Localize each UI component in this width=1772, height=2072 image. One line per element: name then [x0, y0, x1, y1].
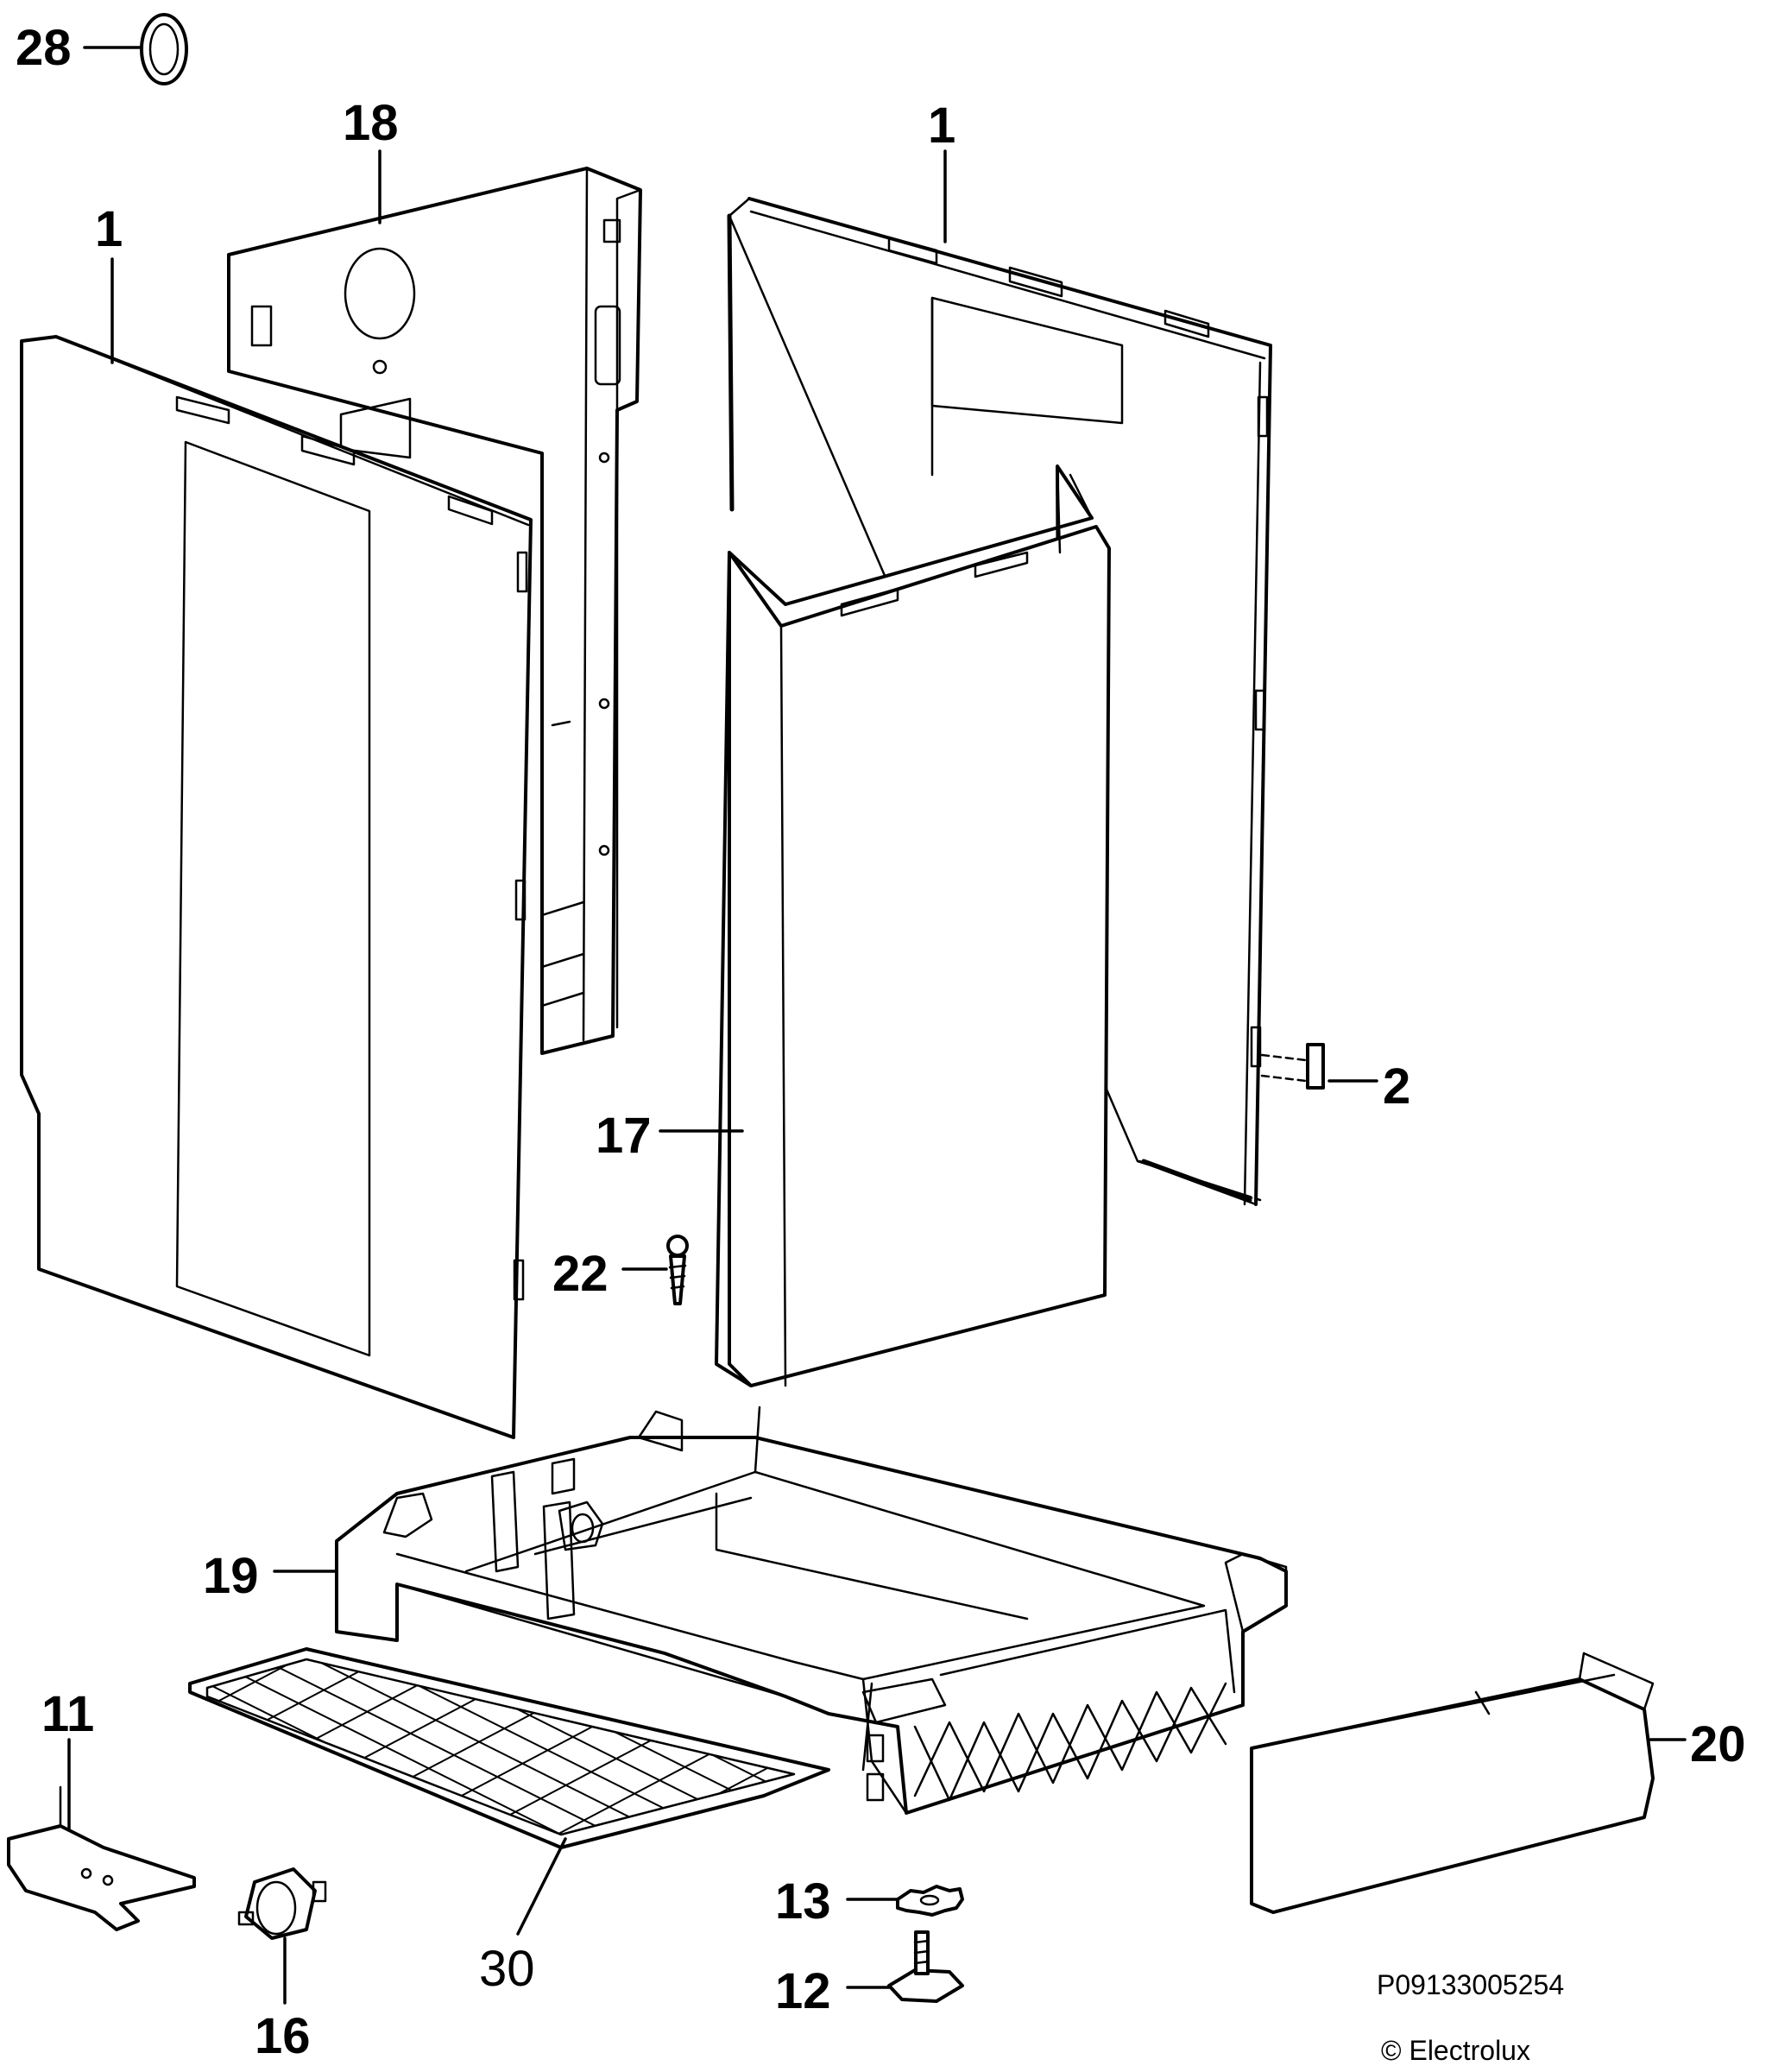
part-13-star-washer — [896, 1885, 964, 1917]
part-labels: 28 18 1 1 2 17 22 19 20 11 30 13 12 16 — [16, 20, 1746, 2064]
label-11: 11 — [41, 1686, 94, 1742]
part-16-foot — [237, 1867, 327, 1940]
label-28: 28 — [16, 20, 72, 76]
label-22: 22 — [552, 1246, 609, 1302]
part-30-filter-mat — [188, 1647, 830, 1849]
part-12-adjustable-foot — [887, 1930, 964, 2003]
label-30: 30 — [479, 1941, 535, 1997]
leader-30 — [516, 1837, 567, 1936]
part-17-front-cover — [715, 464, 1111, 1387]
leader-lines — [67, 46, 1687, 2005]
label-1-right: 1 — [928, 98, 955, 154]
copyright: © Electrolux — [1381, 2035, 1530, 2066]
label-19: 19 — [203, 1548, 259, 1604]
part-19-base-frame — [335, 1406, 1288, 1815]
label-1-left: 1 — [95, 201, 123, 257]
label-18: 18 — [343, 95, 399, 151]
part-1-left-side-panel — [20, 335, 533, 1439]
label-16: 16 — [255, 2008, 311, 2064]
label-13: 13 — [775, 1873, 831, 1930]
part-20-kick-plate — [1250, 1652, 1655, 1914]
part-11-bracket — [7, 1785, 196, 1931]
part-2-clip — [1260, 1043, 1325, 1090]
part-28-ring — [140, 13, 188, 85]
label-2: 2 — [1383, 1058, 1410, 1115]
label-12: 12 — [775, 1963, 831, 2019]
diagram-code: P09133005254 — [1377, 1969, 1564, 2000]
label-17: 17 — [596, 1108, 652, 1164]
label-20: 20 — [1690, 1716, 1746, 1772]
part-18-rear-panel — [227, 167, 642, 1055]
part-22-screw — [666, 1235, 689, 1305]
